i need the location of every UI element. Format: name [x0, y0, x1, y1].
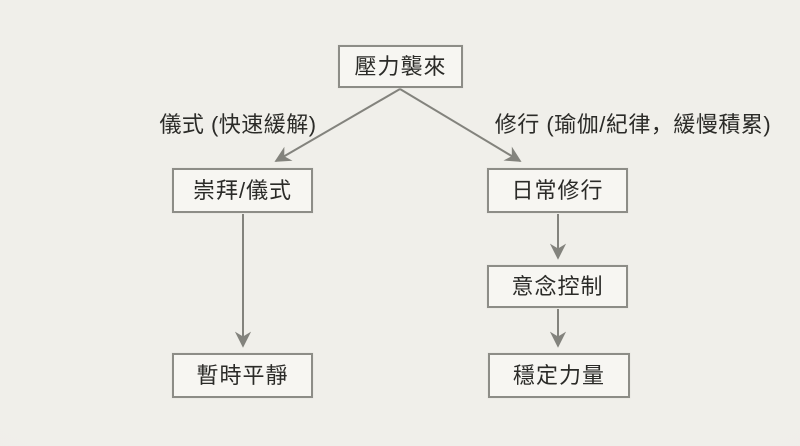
edge-label-practice: 修行 (瑜伽/紀律，緩慢積累) [494, 112, 772, 137]
node-stable-strength: 穩定力量 [488, 353, 630, 398]
node-daily-practice: 日常修行 [487, 168, 628, 213]
node-stress-arrives: 壓力襲來 [338, 45, 463, 88]
node-mind-control: 意念控制 [487, 265, 628, 308]
node-worship-ritual: 崇拜/儀式 [172, 168, 313, 213]
node-temporary-calm: 暫時平靜 [172, 353, 313, 398]
edge-label-ritual: 儀式 (快速緩解) [159, 112, 317, 137]
